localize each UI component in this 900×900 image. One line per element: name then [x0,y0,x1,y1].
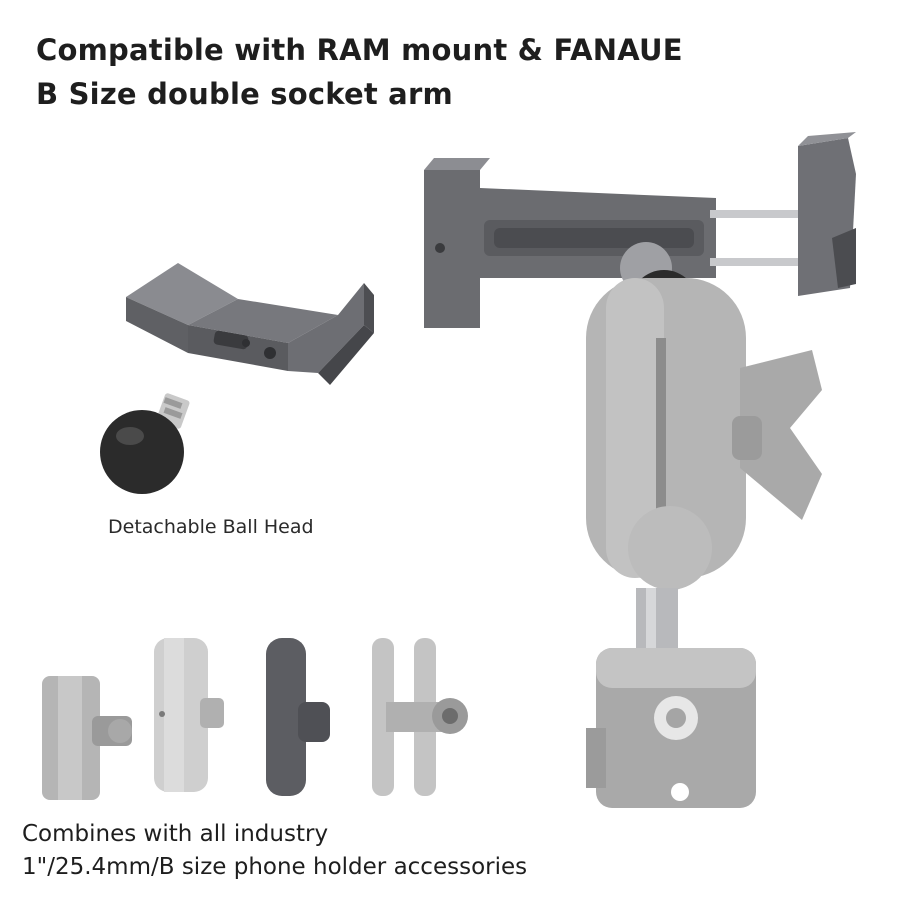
headline-line-2: B Size double socket arm [36,77,453,111]
double-socket-arm-image [424,132,856,808]
clamp-plate-image [126,263,374,385]
footer-text: Combines with all industry 1"/25.4mm/B s… [22,818,527,884]
ball-head-image [100,393,190,494]
ball-head-caption: Detachable Ball Head [108,516,314,538]
footer-line-1: Combines with all industry [22,821,329,847]
headline-line-1: Compatible with RAM mount & FANAUE [36,33,683,67]
accessory-arm-image [154,638,224,792]
accessory-double-ball-image [372,638,468,796]
headline: Compatible with RAM mount & FANAUE B Siz… [36,28,683,116]
accessory-socket-knob-image [42,676,132,800]
footer-line-2: 1"/25.4mm/B size phone holder accessorie… [22,854,528,880]
accessory-short-arm-image [266,638,330,796]
